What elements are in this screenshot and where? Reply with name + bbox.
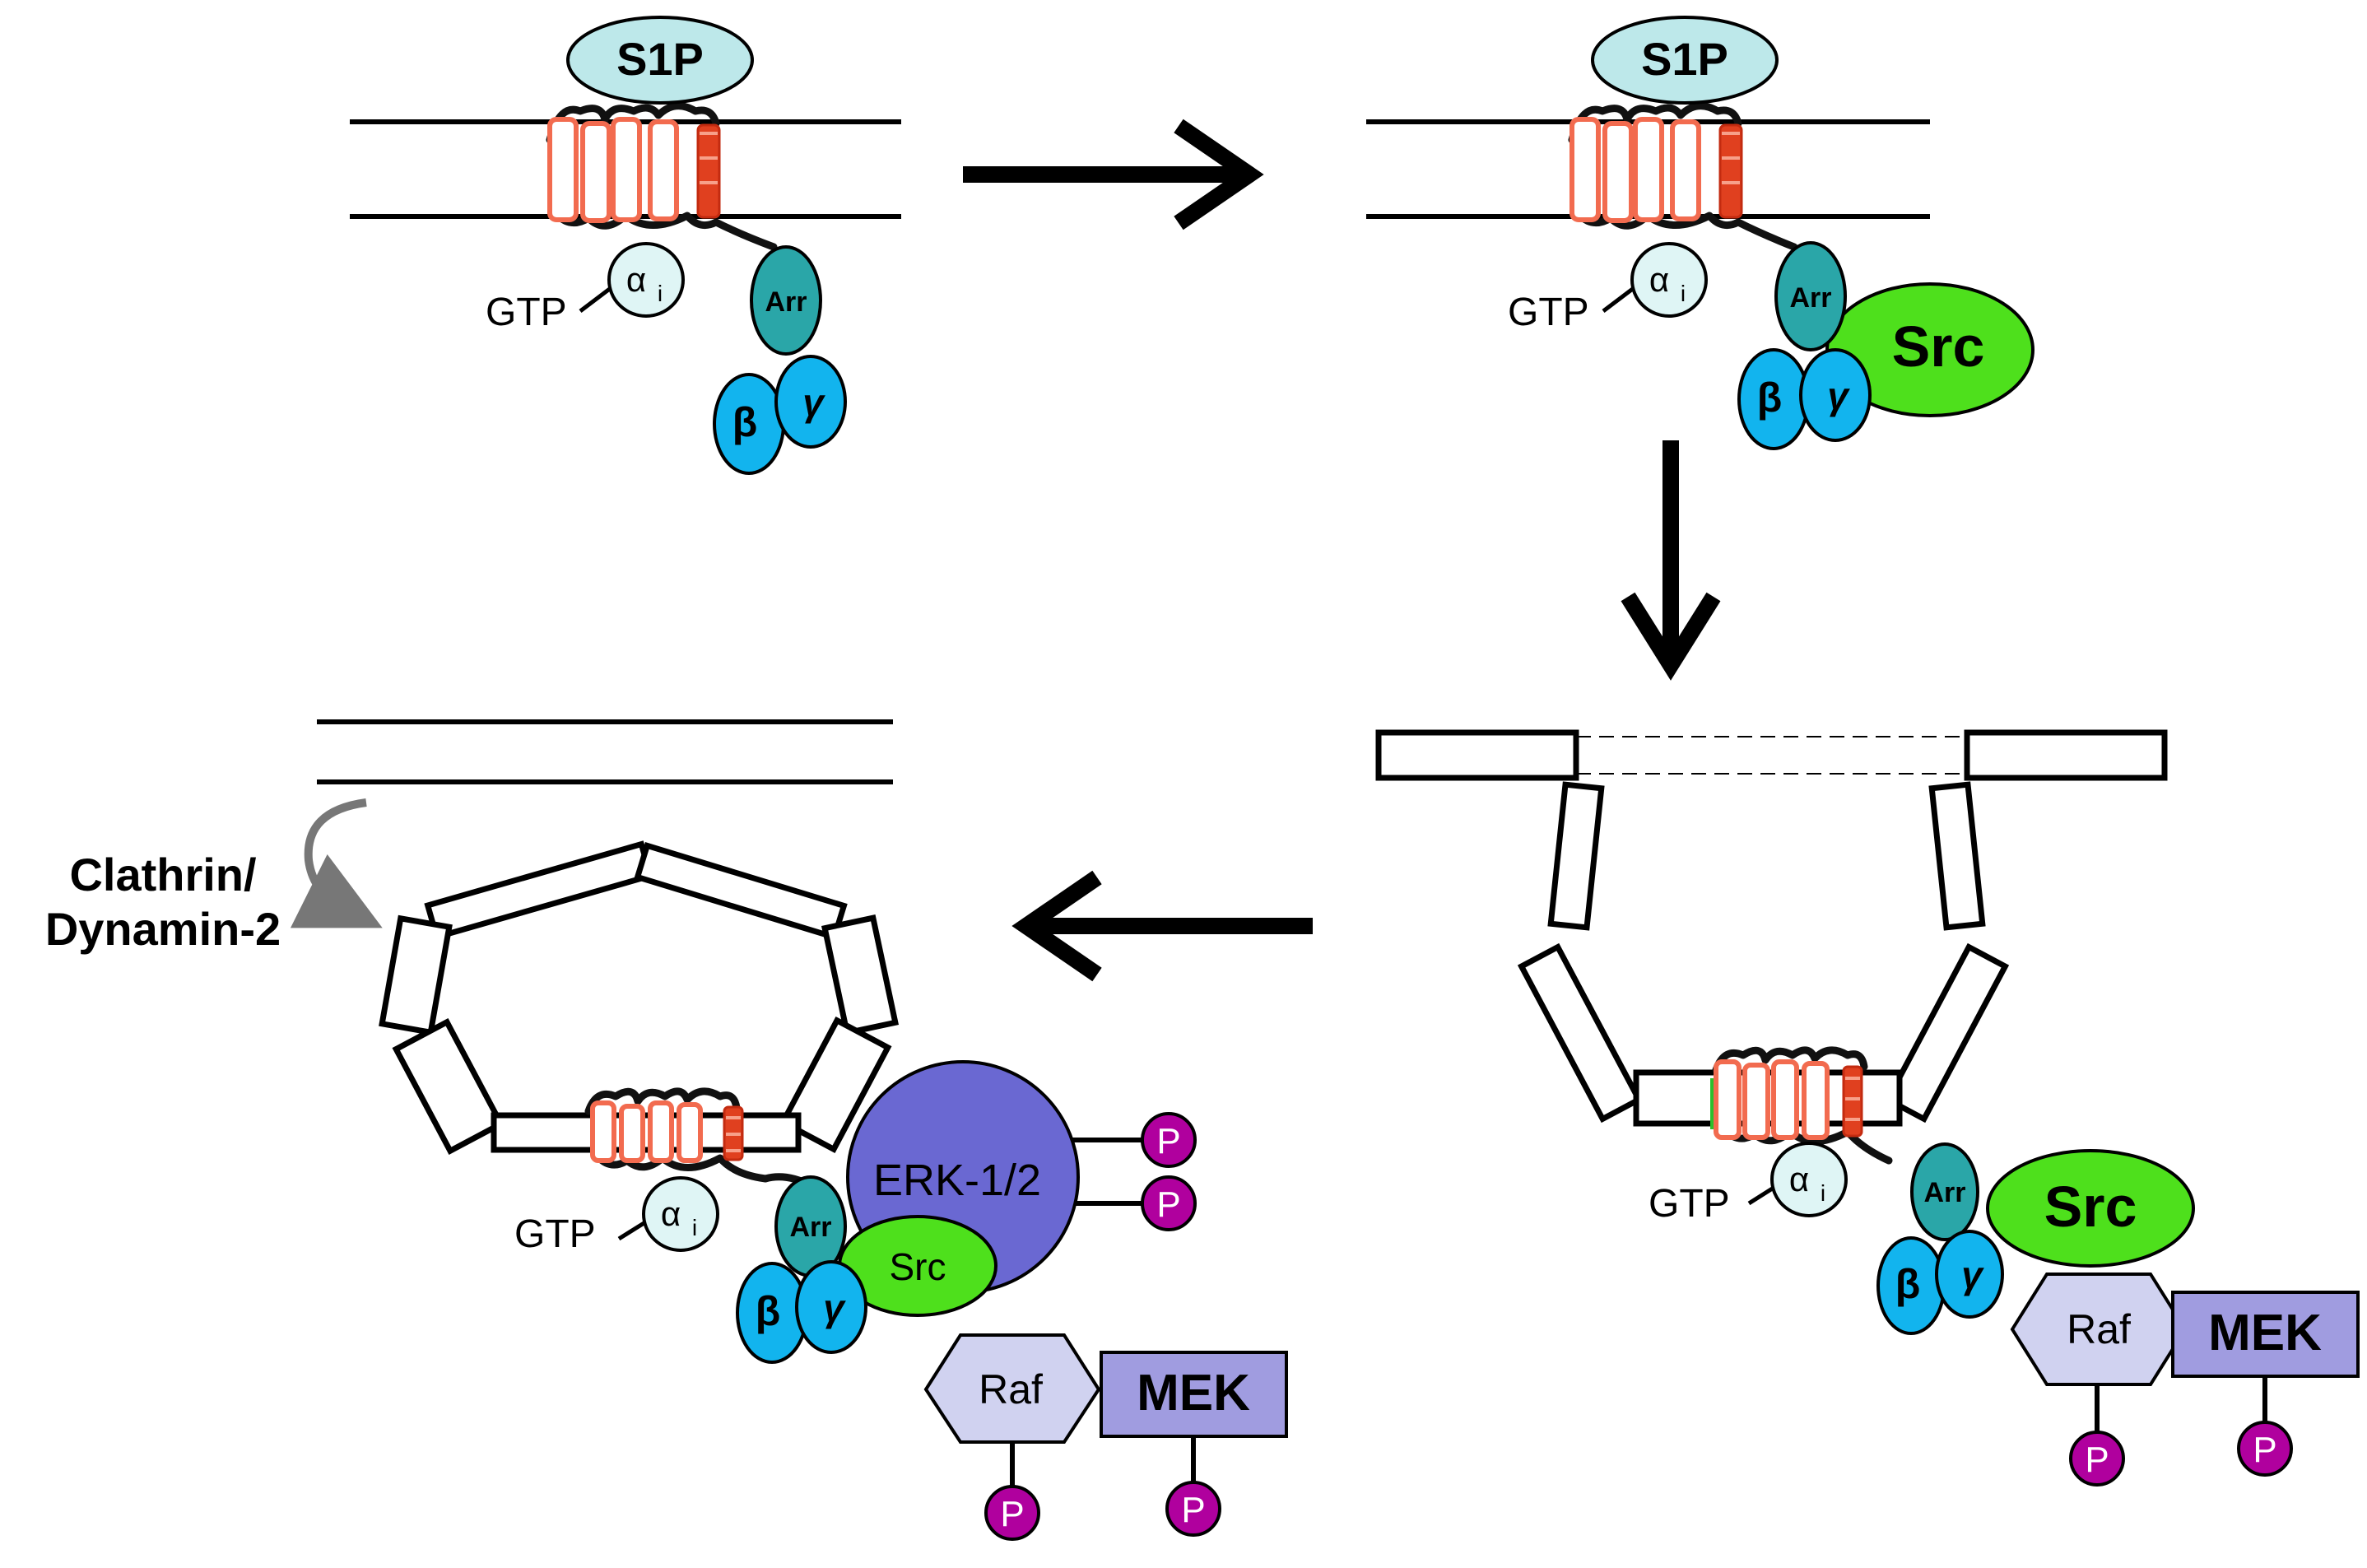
alpha-i-subscript: i — [1681, 281, 1686, 306]
arr-label: Arr — [789, 1212, 831, 1243]
raf-kinase: Raf P — [2010, 1273, 2188, 1487]
src-kinase: Src — [1986, 1149, 2195, 1268]
gtp-label: GTP — [514, 1212, 596, 1256]
phospho-label: P — [1156, 1121, 1180, 1161]
g-alpha-i-subunit: α i — [607, 242, 685, 318]
g-beta-gamma: β γ — [713, 355, 847, 475]
s1p-ligand: S1P — [1591, 16, 1779, 105]
alpha-i-subscript: i — [1821, 1180, 1825, 1206]
panel-4-endosome-erk-activation: Clathrin/ Dynamin-2 — [45, 719, 1288, 1541]
gamma-label: γ — [823, 1287, 846, 1329]
g-alpha-i-subunit: α i — [1770, 1142, 1848, 1217]
clathrin-label: Clathrin/ — [69, 849, 257, 900]
phospho-label: P — [2085, 1440, 2109, 1480]
src-kinase: Src — [1825, 282, 2035, 417]
s1p-receptor-helices — [1568, 102, 1798, 251]
raf-kinase: Raf P — [923, 1333, 1101, 1541]
g-beta-gamma: β γ — [736, 1260, 867, 1364]
beta-label: β — [1895, 1261, 1921, 1307]
phospho-label: P — [1181, 1490, 1205, 1530]
beta-label: β — [732, 399, 758, 445]
gtp-label: GTP — [486, 291, 567, 334]
arr-label: Arr — [1789, 282, 1831, 314]
s1p-label: S1P — [616, 33, 704, 85]
arr-label: Arr — [765, 286, 807, 318]
s1p-receptor-helices — [584, 1087, 815, 1189]
beta-label: β — [756, 1288, 781, 1334]
panel-3-clathrin-pit: α i GTP Src Arr β γ Raf P ME — [1375, 729, 2360, 1487]
src-label: Src — [2044, 1175, 2137, 1239]
raf-label: Raf — [2067, 1306, 2131, 1352]
s1p-ligand: S1P — [566, 16, 754, 105]
alpha-i-label: α — [661, 1194, 681, 1233]
s1p-label: S1P — [1641, 33, 1728, 85]
g-alpha-i-subunit: α i — [1630, 242, 1708, 318]
arr-label: Arr — [1923, 1177, 1965, 1208]
arrow-left — [1011, 870, 1313, 982]
mek-label: MEK — [2208, 1305, 2322, 1361]
endosome-vesicle — [379, 840, 900, 1155]
gtp-label: GTP — [1649, 1182, 1730, 1226]
phospho-label: P — [1000, 1494, 1024, 1534]
g-beta-gamma: β γ — [1876, 1230, 2004, 1335]
src-label: Src — [1892, 314, 1985, 379]
s1p-receptor-helices — [1710, 1046, 1893, 1165]
gamma-label: γ — [1827, 375, 1850, 417]
g-beta-gamma: β γ — [1737, 348, 1872, 450]
alpha-i-label: α — [1649, 260, 1669, 299]
phospho-label: P — [2253, 1430, 2276, 1470]
clathrin-dynamin-annotation: Clathrin/ Dynamin-2 — [45, 798, 383, 955]
arrow-down — [1621, 440, 1721, 681]
g-alpha-i-subunit: α i — [642, 1176, 719, 1252]
mek-kinase: MEK P — [2171, 1291, 2360, 1477]
gamma-label: γ — [802, 381, 825, 424]
arrestin: Arr — [1774, 241, 1847, 351]
alpha-i-subscript: i — [658, 281, 663, 306]
arrestin: Arr — [1910, 1142, 1979, 1241]
panel-1-receptor-activation: S1P α i GTP Arr β γ — [350, 16, 901, 475]
alpha-i-subscript: i — [692, 1215, 697, 1240]
gamma-label: γ — [1961, 1254, 1984, 1296]
mek-label: MEK — [1137, 1365, 1250, 1421]
src-label: Src — [890, 1245, 946, 1288]
src-kinase: Src — [838, 1215, 997, 1317]
arrow-right — [963, 119, 1264, 230]
gtp-label: GTP — [1508, 291, 1589, 334]
alpha-i-label: α — [626, 260, 646, 299]
alpha-i-label: α — [1789, 1160, 1809, 1198]
s1p-receptor-helices — [546, 102, 778, 251]
phospho-label: P — [1156, 1184, 1180, 1225]
mek-kinase: MEK P — [1100, 1351, 1288, 1537]
panel-2-src-recruitment: S1P α i GTP Src Arr β γ — [1366, 16, 2035, 450]
erk-label: ERK-1/2 — [873, 1156, 1041, 1205]
arrestin: Arr — [750, 245, 822, 356]
raf-label: Raf — [979, 1366, 1043, 1412]
beta-label: β — [1757, 375, 1783, 421]
dynamin-label: Dynamin-2 — [45, 903, 281, 955]
